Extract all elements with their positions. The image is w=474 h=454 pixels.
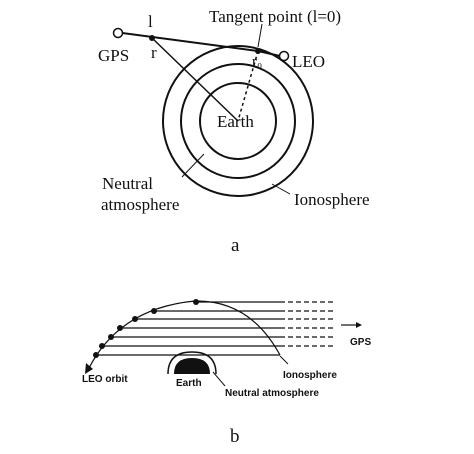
orbit-point-5: [108, 334, 114, 340]
tangent-leader-line: [257, 23, 263, 48]
radius-r0-dashed-line: [237, 50, 259, 122]
label-ionosphere: Ionosphere: [294, 190, 370, 209]
earth-cap: [174, 358, 210, 374]
label-r0: r₀: [252, 54, 262, 70]
orbit-point-2: [151, 308, 157, 314]
label-tangent-point: Tangent point (l=0): [209, 7, 341, 26]
leo-orbit-arrowhead: [85, 363, 93, 374]
neutral-atmosphere-arc: [167, 351, 217, 375]
label-r: r: [151, 43, 157, 62]
orbit-point-7: [93, 352, 99, 358]
panel-a: l r GPS Tangent point (l=0) r₀ LEO Earth…: [98, 7, 370, 256]
ray-gps-tangent: [121, 32, 259, 52]
gps-arrowhead: [356, 322, 362, 328]
label-l: l: [148, 12, 153, 31]
orbit-point-6: [99, 343, 105, 349]
ray-tangent-leo: [257, 50, 281, 57]
orbit-point-1: [193, 299, 199, 305]
panel-b: GPS LEO orbit Ionosphere Earth Neutral a…: [82, 299, 371, 447]
label-b-earth: Earth: [176, 378, 202, 389]
neutral-b-leader-line: [212, 371, 226, 387]
label-leo-orbit: LEO orbit: [82, 374, 128, 385]
caption-a: a: [231, 235, 240, 256]
middle-atmosphere-circle: [180, 63, 296, 179]
radius-r-line: [151, 37, 239, 122]
earth-circle: [199, 82, 277, 160]
gps-satellite-marker: [112, 27, 124, 39]
label-gps: GPS: [98, 46, 129, 65]
label-neutral-atmosphere: Neutral atmosphere: [101, 174, 179, 214]
caption-b: b: [230, 426, 240, 447]
label-b-gps: GPS: [350, 337, 371, 348]
ionosphere-leader-line: [271, 183, 291, 195]
outer-ionosphere-circle: [162, 45, 314, 197]
leo-satellite-marker: [278, 50, 290, 62]
label-b-ionosphere: Ionosphere: [283, 370, 337, 381]
label-b-neutral-atmosphere: Neutral atmosphere: [225, 388, 319, 399]
label-neutral-line1: Neutral: [102, 174, 153, 193]
label-leo: LEO: [292, 52, 325, 71]
label-neutral-line2: atmosphere: [101, 195, 179, 214]
orbit-point-3: [132, 316, 138, 322]
neutral-leader-line: [181, 153, 205, 178]
orbit-point-4: [117, 325, 123, 331]
ionosphere-b-leader-line: [279, 355, 289, 365]
label-earth: Earth: [217, 112, 254, 131]
